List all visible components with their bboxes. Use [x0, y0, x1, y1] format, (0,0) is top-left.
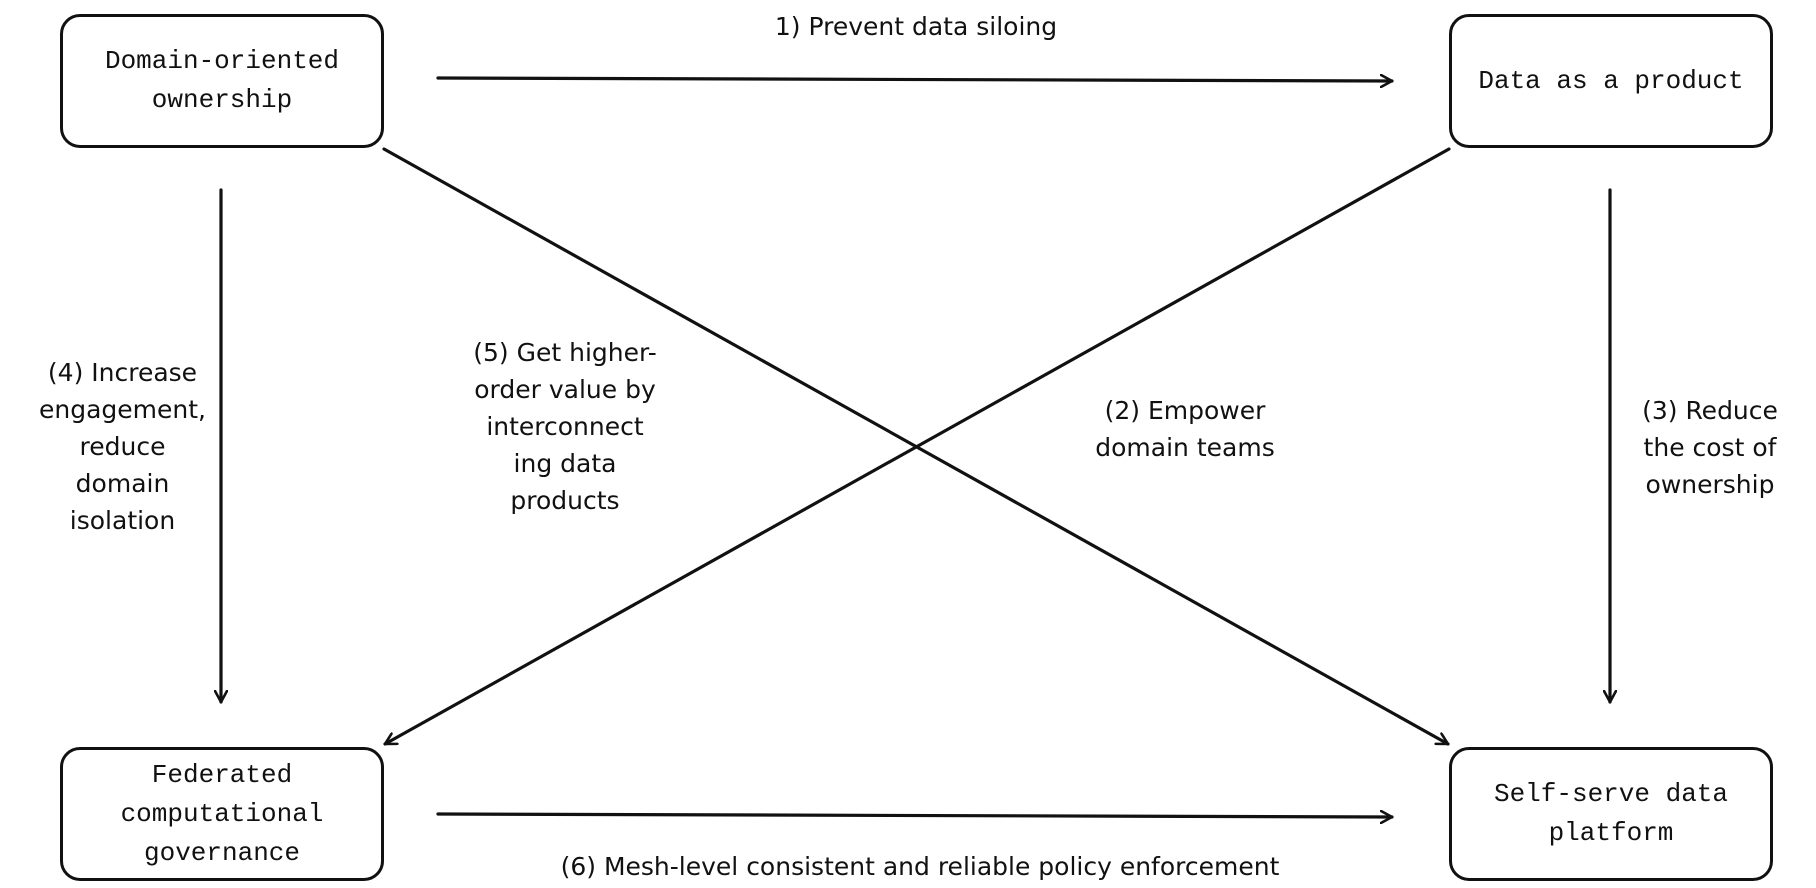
edge-label-increase-engagement: (4) Increase engagement, reduce domain i…	[39, 358, 206, 535]
node-label: Data as a product	[1478, 65, 1744, 96]
edge-label-prevent-siloing: 1) Prevent data siloing	[774, 12, 1058, 41]
node-federated-computational-governance: Federated computational governance	[60, 747, 384, 881]
node-label: Federated computational governance	[120, 759, 324, 868]
edge-label-empower-teams: (2) Empower domain teams	[1095, 396, 1275, 462]
arrow-governance-to-platform	[436, 814, 1394, 817]
edge-label-policy-enforcement: (6) Mesh-level consistent and reliable p…	[560, 852, 1280, 881]
arrow-product-to-governance	[383, 147, 1451, 746]
node-label: Domain-oriented ownership	[104, 46, 340, 115]
node-data-as-a-product: Data as a product	[1449, 14, 1773, 148]
edge-label-higher-order-value: (5) Get higher-order value by interconne…	[473, 338, 657, 515]
node-self-serve-data-platform: Self-serve data platform	[1449, 747, 1773, 881]
node-domain-oriented-ownership: Domain-oriented ownership	[60, 14, 384, 148]
arrow-domain-to-product	[436, 78, 1394, 81]
node-label: Self-serve data platform	[1493, 779, 1729, 848]
edge-label-reduce-cost: (3) Reduce the cost of ownership	[1642, 396, 1778, 499]
